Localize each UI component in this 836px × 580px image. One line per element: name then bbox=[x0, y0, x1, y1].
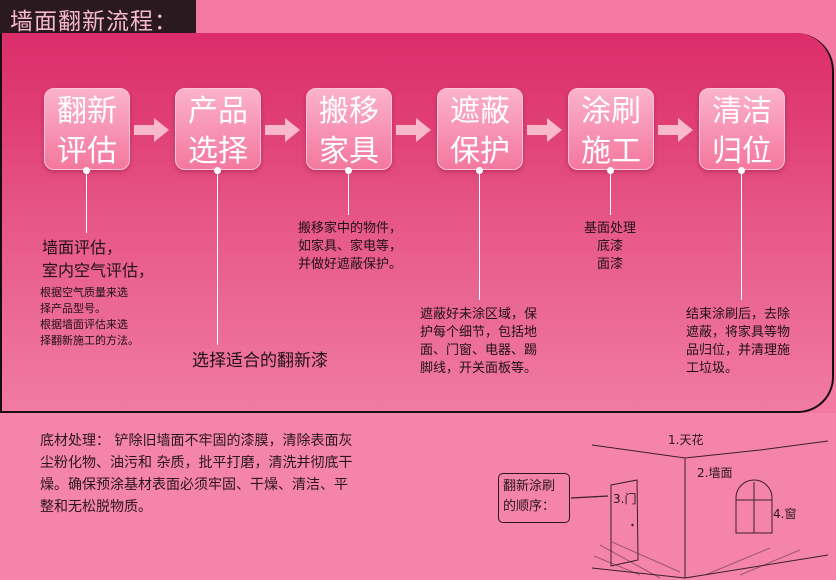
step-paint-line1: 涂刷 bbox=[581, 94, 641, 129]
note-cover-line: 脚线，开关面板等。 bbox=[420, 361, 538, 376]
note-cover: 遮蔽好未涂区域，保 护每个细节，包括地 面、门窗、电器、踢 脚线，开关面板等。 bbox=[420, 306, 537, 378]
note-paint-line: 面漆 bbox=[596, 257, 623, 272]
note-evaluation-line: 墙面评估， bbox=[42, 238, 123, 257]
order-label-line: 的顺序： bbox=[503, 499, 556, 514]
note-evaluation-line: 室内空气评估， bbox=[42, 261, 155, 280]
note-paint-line: 基面处理 bbox=[583, 221, 636, 236]
step-clean-line2: 归位 bbox=[712, 134, 772, 169]
base-treatment-line: 燥。确保预涂基材表面必须牢固、干燥、清洁、平 bbox=[40, 477, 348, 493]
arrow-right-icon bbox=[134, 118, 169, 142]
step-move: 搬移 家具 bbox=[306, 88, 392, 170]
note-move-line: 并做好遮蔽保护。 bbox=[298, 257, 403, 272]
note-paint: 基面处理 底漆 面漆 bbox=[570, 220, 650, 274]
page-title: 墙面翻新流程： bbox=[10, 9, 178, 35]
step-move-line1: 搬移 bbox=[319, 94, 379, 129]
connector-dot bbox=[738, 167, 745, 174]
room-label-wall: 2.墙面 bbox=[697, 466, 733, 480]
connector-line bbox=[86, 173, 87, 233]
step-clean-line1: 清洁 bbox=[712, 94, 772, 129]
connector-dot bbox=[345, 167, 352, 174]
note-evaluation-detail-line: 根据墙面评估来选 bbox=[40, 318, 128, 331]
room-label-ceiling: 1.天花 bbox=[668, 433, 704, 447]
note-clean-line: 遮蔽，将家具等物 bbox=[686, 325, 791, 340]
room-label-door: 3.门 bbox=[613, 492, 637, 506]
note-move: 搬移家中的物件， 如家具、家电等， 并做好遮蔽保护。 bbox=[298, 220, 402, 274]
connector-dot bbox=[214, 167, 221, 174]
arrow-right-icon bbox=[396, 118, 431, 142]
connector-line bbox=[348, 173, 349, 215]
connector-dot bbox=[83, 167, 90, 174]
note-product: 选择适合的翻新漆 bbox=[192, 351, 328, 371]
step-product-line1: 产品 bbox=[188, 94, 248, 129]
note-clean-line: 品归位，并清理施 bbox=[686, 343, 791, 358]
step-evaluation-line2: 评估 bbox=[57, 134, 117, 169]
note-evaluation-detail-line: 择翻新施工的方法。 bbox=[40, 334, 139, 347]
note-cover-line: 遮蔽好未涂区域，保 bbox=[420, 307, 538, 322]
note-move-line: 如家具、家电等， bbox=[298, 239, 403, 254]
connector-line bbox=[741, 173, 742, 300]
step-cover-line2: 保护 bbox=[450, 134, 510, 169]
base-treatment-line: 整和无松脱物质。 bbox=[40, 499, 152, 515]
note-move-line: 搬移家中的物件， bbox=[298, 221, 403, 236]
connector-dot bbox=[607, 167, 614, 174]
details-panel bbox=[0, 413, 836, 580]
step-evaluation: 翻新 评估 bbox=[44, 88, 130, 170]
note-evaluation-detail-line: 择产品型号。 bbox=[40, 302, 106, 315]
process-panel bbox=[0, 33, 834, 413]
arrow-right-icon bbox=[265, 118, 300, 142]
step-paint-line2: 施工 bbox=[581, 134, 641, 169]
title-bar: 墙面翻新流程： bbox=[0, 0, 196, 35]
note-clean: 结束涂刷后，去除 遮蔽，将家具等物 品归位，并清理施 工垃圾。 bbox=[686, 306, 790, 378]
note-cover-line: 护每个细节，包括地 bbox=[420, 325, 538, 340]
base-treatment-line: 底材处理： 铲除旧墙面不牢固的漆膜，清除表面灰 bbox=[40, 433, 353, 449]
step-clean: 清洁 归位 bbox=[699, 88, 785, 170]
step-product-line2: 选择 bbox=[188, 134, 248, 169]
connector-dot bbox=[476, 167, 483, 174]
note-evaluation-detail-line: 根据空气质量来选 bbox=[40, 286, 128, 299]
note-evaluation: 墙面评估， 室内空气评估， bbox=[42, 236, 154, 282]
arrow-right-icon bbox=[527, 118, 562, 142]
base-treatment-line: 尘粉化物、油污和 杂质，批平打磨，清洗并彻底干 bbox=[40, 455, 353, 471]
note-cover-line: 面、门窗、电器、踢 bbox=[420, 343, 538, 358]
step-product: 产品 选择 bbox=[175, 88, 261, 170]
connector-line bbox=[610, 173, 611, 215]
order-label-line: 翻新涂刷 bbox=[503, 479, 556, 494]
connector-line bbox=[217, 173, 218, 345]
step-move-line2: 家具 bbox=[319, 134, 379, 169]
base-treatment-text: 底材处理： 铲除旧墙面不牢固的漆膜，清除表面灰 尘粉化物、油污和 杂质，批平打磨… bbox=[40, 430, 405, 518]
note-clean-line: 结束涂刷后，去除 bbox=[686, 307, 791, 322]
arrow-right-icon bbox=[658, 118, 693, 142]
note-evaluation-detail: 根据空气质量来选 择产品型号。 根据墙面评估来选 择翻新施工的方法。 bbox=[40, 285, 139, 349]
note-clean-line: 工垃圾。 bbox=[686, 361, 739, 376]
step-evaluation-line1: 翻新 bbox=[57, 94, 117, 129]
order-label: 翻新涂刷 的顺序： bbox=[498, 473, 570, 523]
room-label-window: 4.窗 bbox=[773, 507, 797, 521]
step-cover: 遮蔽 保护 bbox=[437, 88, 523, 170]
connector-line bbox=[479, 173, 480, 300]
step-cover-line1: 遮蔽 bbox=[450, 94, 510, 129]
step-paint: 涂刷 施工 bbox=[568, 88, 654, 170]
note-paint-line: 底漆 bbox=[596, 239, 623, 254]
